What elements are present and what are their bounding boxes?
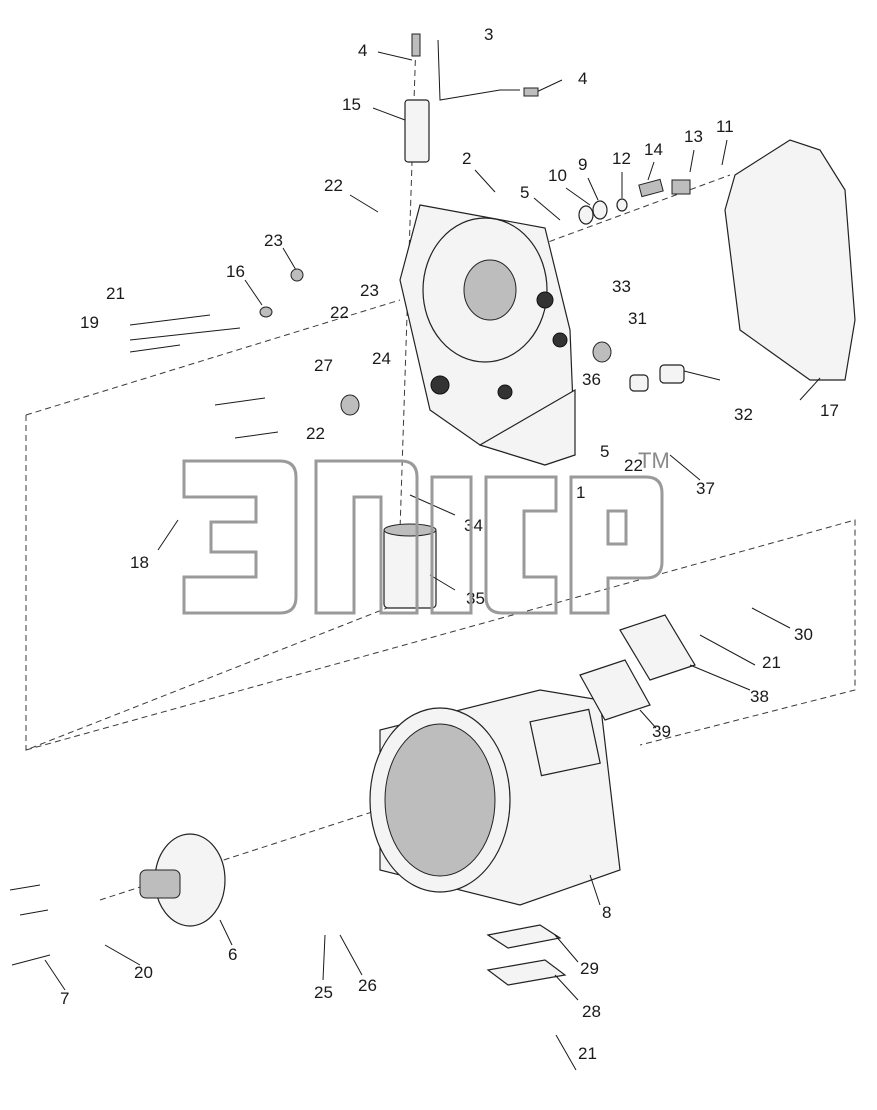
lower-boundary-dash <box>25 519 856 751</box>
callout-label: 26 <box>358 976 377 995</box>
callout-label: 22 <box>624 456 643 475</box>
callout-label: 21 <box>762 653 781 672</box>
callout-label: 38 <box>750 687 769 706</box>
callout-label: 24 <box>372 349 391 368</box>
callout-label: 29 <box>580 959 599 978</box>
callout-label: 18 <box>130 553 149 572</box>
fasteners <box>9 33 691 966</box>
callout-label: 33 <box>612 277 631 296</box>
axis-right <box>539 174 731 246</box>
callout-label: 10 <box>548 166 567 185</box>
callout-label: 16 <box>226 262 245 281</box>
callout-label: 22 <box>324 176 343 195</box>
callout-label: 22 <box>306 424 325 443</box>
callout-label: 30 <box>794 625 813 644</box>
callout-label: 5 <box>600 442 610 461</box>
callout-label: 15 <box>342 95 361 114</box>
callout-label: 34 <box>464 516 483 535</box>
callout-label: 36 <box>582 370 601 389</box>
callout-label: 39 <box>652 722 671 741</box>
callout-label: 9 <box>578 155 588 174</box>
drum-housing <box>369 689 621 906</box>
callout-label: 27 <box>314 356 333 375</box>
callout-label: 2 <box>462 149 472 168</box>
plate-28 <box>486 959 567 986</box>
callout-label: 23 <box>360 281 379 300</box>
cover-plate-39 <box>579 659 651 721</box>
pipe <box>437 39 520 101</box>
callout-label: 13 <box>684 127 703 146</box>
callout-label: 14 <box>644 140 663 159</box>
callout-label: 8 <box>602 903 612 922</box>
callout-label: 4 <box>578 69 588 88</box>
pump-assembly <box>139 833 226 927</box>
gasket-plate <box>724 139 856 381</box>
callout-label: 3 <box>484 25 494 44</box>
cover-plate-38 <box>619 614 696 681</box>
watermark-shapes <box>182 459 664 615</box>
callout-label: 32 <box>734 405 753 424</box>
callout-label: 19 <box>80 313 99 332</box>
callout-label: 21 <box>106 284 125 303</box>
callout-label: 23 <box>264 231 283 250</box>
callout-label: 28 <box>582 1002 601 1021</box>
upper-boundary-top <box>25 299 401 416</box>
callout-label: 12 <box>612 149 631 168</box>
callout-label: 20 <box>134 963 153 982</box>
sensor-body <box>404 99 430 163</box>
callout-label: 17 <box>820 401 839 420</box>
callout-label: 21 <box>578 1044 597 1063</box>
callout-label: 7 <box>60 989 70 1008</box>
watermark-tm: TM <box>638 448 670 473</box>
callout-label: 6 <box>228 945 238 964</box>
plate-29 <box>486 924 562 949</box>
filter-cartridge <box>383 523 437 609</box>
watermark-logo <box>182 459 664 615</box>
callout-label: 4 <box>358 41 368 60</box>
callout-label: 25 <box>314 983 333 1002</box>
callout-label: 5 <box>520 183 530 202</box>
callout-label: 31 <box>628 309 647 328</box>
main-housing <box>399 204 576 466</box>
callout-label: 22 <box>330 303 349 322</box>
callout-label: 37 <box>696 479 715 498</box>
callout-label: 1 <box>576 483 586 502</box>
callout-label: 11 <box>716 117 734 136</box>
